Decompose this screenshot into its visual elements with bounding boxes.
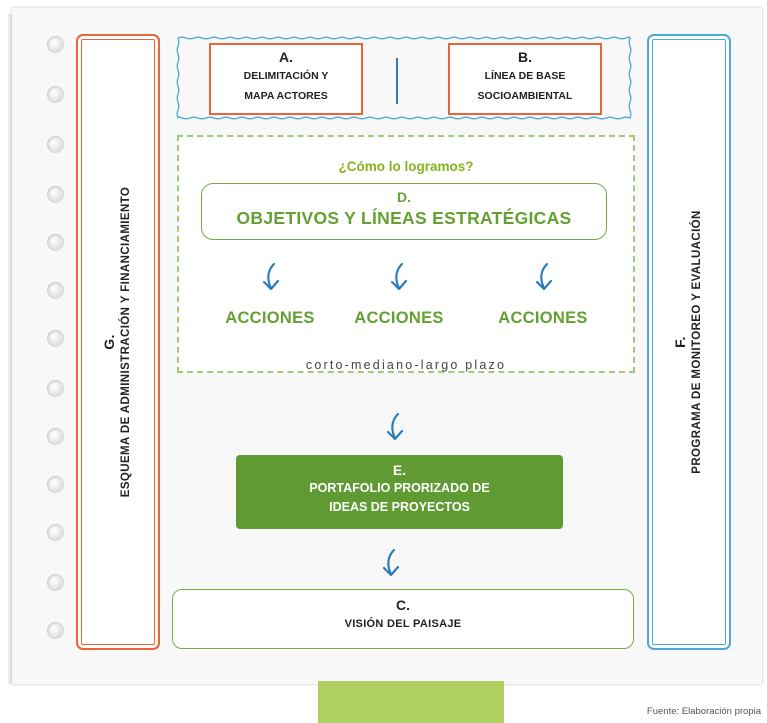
box-a-line1: DELIMITACIÓN Y bbox=[243, 70, 329, 82]
box-e-letter: E. bbox=[392, 462, 407, 478]
top-section-box: A. DELIMITACIÓN Y MAPA ACTORES B. LÍNEA … bbox=[176, 36, 632, 120]
binder-hole bbox=[47, 428, 64, 445]
box-a-letter: A. bbox=[279, 49, 293, 65]
binder-hole bbox=[47, 574, 64, 591]
box-c-title: VISIÓN DEL PAISAJE bbox=[344, 618, 462, 630]
divider bbox=[396, 58, 398, 104]
box-g-label: ESQUEMA DE ADMINISTRACIÓN Y FINANCIAMIEN… bbox=[120, 186, 132, 498]
timeframe-label: corto-mediano-largo plazo bbox=[305, 358, 507, 372]
box-a-line2: MAPA ACTORES bbox=[244, 90, 328, 102]
tape-decoration bbox=[318, 681, 504, 723]
binder-hole bbox=[47, 622, 64, 639]
box-f-label: PROGRAMA DE MONITOREO Y EVALUACIÓN bbox=[691, 210, 703, 474]
curved-down-arrow-icon bbox=[382, 548, 400, 577]
binder-hole bbox=[47, 380, 64, 397]
binder-hole bbox=[47, 524, 64, 541]
box-f-letter: F. bbox=[672, 336, 688, 348]
box-e-portfolio: E. PORTAFOLIO PRORIZADO DE IDEAS DE PROY… bbox=[236, 455, 563, 529]
binder-hole bbox=[47, 330, 64, 347]
box-e-line1: PORTAFOLIO PRORIZADO DE bbox=[309, 481, 490, 495]
question-heading: ¿Cómo lo logramos? bbox=[338, 159, 474, 174]
box-f-text: F. PROGRAMA DE MONITOREO Y EVALUACIÓN bbox=[672, 210, 706, 473]
action-label: ACCIONES bbox=[225, 309, 315, 327]
box-f-monitoring: F. PROGRAMA DE MONITOREO Y EVALUACIÓN bbox=[647, 34, 731, 650]
box-b-line2: SOCIOAMBIENTAL bbox=[477, 90, 573, 102]
binder-hole bbox=[47, 86, 64, 103]
action-label: ACCIONES bbox=[498, 309, 588, 327]
wavy-border bbox=[176, 36, 632, 120]
binder-hole bbox=[47, 36, 64, 53]
curved-down-arrow-icon bbox=[262, 262, 280, 291]
source-caption: Fuente: Elaboración propia bbox=[646, 706, 761, 717]
box-d-title: OBJETIVOS Y LÍNEAS ESTRATÉGICAS bbox=[236, 208, 572, 228]
curved-down-arrow-icon bbox=[535, 262, 553, 291]
box-d-letter: D. bbox=[397, 189, 411, 205]
box-b-baseline: B. LÍNEA DE BASE SOCIOAMBIENTAL bbox=[448, 43, 602, 115]
box-c-letter: C. bbox=[396, 597, 410, 613]
box-b-letter: B. bbox=[518, 49, 532, 65]
strategy-section-box: ¿Cómo lo logramos? D. OBJETIVOS Y LÍNEAS… bbox=[177, 135, 635, 373]
box-g-letter: G. bbox=[101, 334, 117, 350]
binder-hole bbox=[47, 282, 64, 299]
binder-hole bbox=[47, 476, 64, 493]
binder-hole bbox=[47, 136, 64, 153]
box-g-text: G. ESQUEMA DE ADMINISTRACIÓN Y FINANCIAM… bbox=[101, 187, 135, 498]
binder-hole bbox=[47, 234, 64, 251]
box-e-line2: IDEAS DE PROYECTOS bbox=[329, 500, 470, 514]
box-b-line1: LÍNEA DE BASE bbox=[484, 70, 566, 82]
action-label: ACCIONES bbox=[354, 309, 444, 327]
box-c-vision: C. VISIÓN DEL PAISAJE bbox=[172, 589, 634, 649]
box-g-administration: G. ESQUEMA DE ADMINISTRACIÓN Y FINANCIAM… bbox=[76, 34, 160, 650]
box-a-delimitation: A. DELIMITACIÓN Y MAPA ACTORES bbox=[209, 43, 363, 115]
curved-down-arrow-icon bbox=[386, 412, 404, 441]
box-d-objectives: D. OBJETIVOS Y LÍNEAS ESTRATÉGICAS bbox=[201, 183, 607, 240]
curved-down-arrow-icon bbox=[390, 262, 408, 291]
binder-hole bbox=[47, 186, 64, 203]
